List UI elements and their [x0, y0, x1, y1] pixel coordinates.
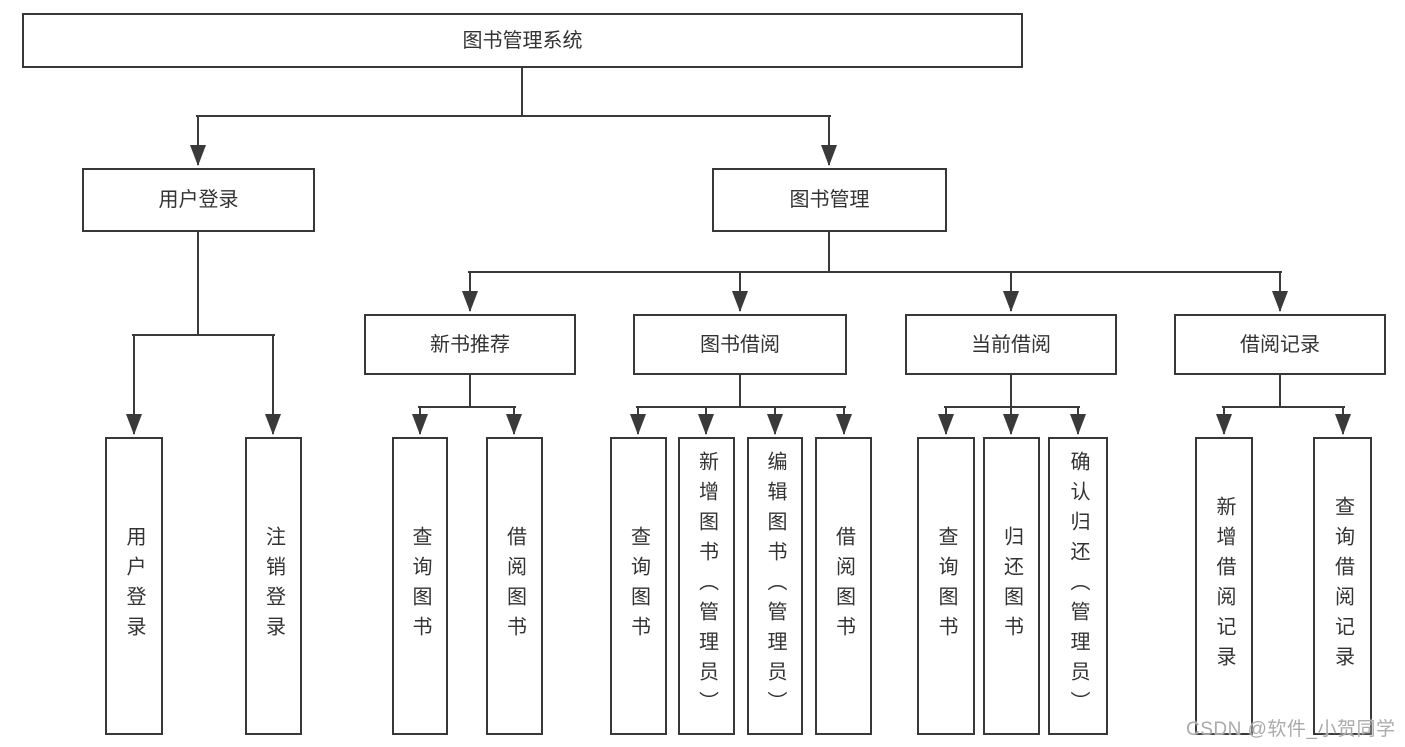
leaf-logout: 注销登录: [245, 437, 302, 735]
leaf-borrow-books-1: 借阅图书: [486, 437, 543, 735]
leaf-edit-book-admin: 编辑图书（管理员）: [747, 437, 803, 735]
node-new-book-recommend: 新书推荐: [364, 314, 576, 375]
node-borrow-records: 借阅记录: [1174, 314, 1386, 375]
node-user-login: 用户登录: [82, 168, 315, 232]
leaf-add-book-admin: 新增图书（管理员）: [678, 437, 735, 735]
watermark-text: CSDN @软件_小贺同学: [1186, 719, 1396, 740]
node-book-management: 图书管理: [712, 168, 947, 232]
leaf-return-book: 归还图书: [983, 437, 1040, 735]
leaf-query-borrow-record: 查询借阅记录: [1313, 437, 1372, 735]
leaf-query-books-1: 查询图书: [392, 437, 448, 735]
node-current-borrow: 当前借阅: [905, 314, 1117, 375]
leaf-user-login: 用户登录: [105, 437, 163, 735]
leaf-confirm-return-admin: 确认归还（管理员）: [1048, 437, 1108, 735]
node-book-borrow: 图书借阅: [633, 314, 847, 375]
leaf-add-borrow-record: 新增借阅记录: [1195, 437, 1253, 735]
connector-arrows: [126, 116, 1351, 435]
leaf-borrow-books-2: 借阅图书: [815, 437, 872, 735]
leaf-query-books-2: 查询图书: [610, 437, 667, 735]
leaf-query-books-3: 查询图书: [917, 437, 975, 735]
node-root: 图书管理系统: [22, 13, 1023, 68]
